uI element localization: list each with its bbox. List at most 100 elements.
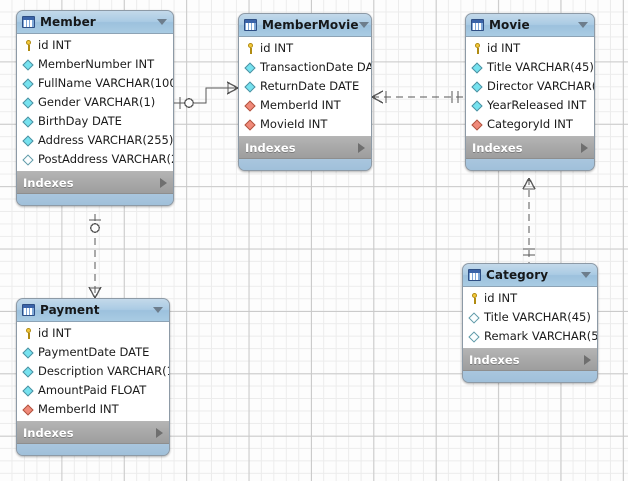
triangle-right-icon[interactable] <box>358 142 365 153</box>
column-label: BirthDay DATE <box>38 114 122 128</box>
table-movie[interactable]: Movie id INT Title VARCHAR(45) Director VAR… <box>465 13 595 171</box>
column-label: YearReleased INT <box>487 98 587 112</box>
column-row[interactable]: TransactionDate DATE <box>239 58 371 77</box>
column-row[interactable]: PostAddress VARCHAR(255) <box>17 150 173 169</box>
column-label: Title VARCHAR(45) <box>487 60 594 74</box>
key-icon <box>22 327 35 340</box>
indexes-section-category[interactable]: Indexes <box>463 349 597 371</box>
table-header-membermovie[interactable]: MemberMovie <box>239 14 371 37</box>
table-footer <box>466 159 594 170</box>
indexes-section-membermovie[interactable]: Indexes <box>239 137 371 159</box>
column-row[interactable]: id INT <box>463 289 597 308</box>
diamond-icon <box>22 96 35 109</box>
column-row[interactable]: id INT <box>466 39 594 58</box>
column-row[interactable]: id INT <box>239 39 371 58</box>
diamond-white-icon <box>468 311 481 324</box>
triangle-right-icon[interactable] <box>581 142 588 153</box>
table-icon <box>471 19 484 31</box>
indexes-section-member[interactable]: Indexes <box>17 172 173 194</box>
column-row[interactable]: id INT <box>17 36 173 55</box>
column-row[interactable]: PaymentDate DATE <box>17 343 169 362</box>
diamond-white-icon <box>22 153 35 166</box>
triangle-right-icon[interactable] <box>584 354 591 365</box>
table-name: Member <box>40 15 96 29</box>
diamond-icon <box>244 80 257 93</box>
diamond-icon <box>22 77 35 90</box>
indexes-section-payment[interactable]: Indexes <box>17 422 169 444</box>
table-name: MemberMovie <box>262 18 359 32</box>
diamond-icon <box>244 61 257 74</box>
diamond-red-icon <box>244 99 257 112</box>
diamond-icon <box>22 365 35 378</box>
column-label: Title VARCHAR(45) <box>484 310 591 324</box>
column-row[interactable]: FullName VARCHAR(100) <box>17 74 173 93</box>
column-row[interactable]: ReturnDate DATE <box>239 77 371 96</box>
table-payment[interactable]: Payment id INT PaymentDate DATE Description… <box>16 298 170 456</box>
table-header-member[interactable]: Member <box>17 11 173 34</box>
column-row[interactable]: AmountPaid FLOAT <box>17 381 169 400</box>
chevron-down-icon[interactable] <box>578 22 588 28</box>
triangle-right-icon[interactable] <box>156 427 163 438</box>
table-name: Payment <box>40 303 100 317</box>
diamond-icon <box>22 134 35 147</box>
diamond-red-icon <box>471 118 484 131</box>
table-category[interactable]: Category id INT Title VARCHAR(45) Remark VA… <box>462 263 598 383</box>
table-header-category[interactable]: Category <box>463 264 597 287</box>
table-footer <box>17 194 173 205</box>
chevron-down-icon[interactable] <box>581 272 591 278</box>
triangle-right-icon[interactable] <box>160 177 167 188</box>
column-row[interactable]: MemberId INT <box>17 400 169 419</box>
diamond-icon <box>22 346 35 359</box>
column-label: ReturnDate DATE <box>260 79 360 93</box>
table-membermovie[interactable]: MemberMovie id INT TransactionDate DATE Ret… <box>238 13 372 171</box>
column-label: Description VARCHAR(100) <box>38 364 169 378</box>
diamond-icon <box>471 99 484 112</box>
column-row[interactable]: Title VARCHAR(45) <box>466 58 594 77</box>
column-row[interactable]: Address VARCHAR(255) <box>17 131 173 150</box>
column-row[interactable]: CategoryId INT <box>466 115 594 134</box>
column-row[interactable]: YearReleased INT <box>466 96 594 115</box>
table-header-payment[interactable]: Payment <box>17 299 169 322</box>
column-row[interactable]: MemberId INT <box>239 96 371 115</box>
table-footer <box>239 159 371 170</box>
column-row[interactable]: Description VARCHAR(100) <box>17 362 169 381</box>
key-icon <box>22 39 35 52</box>
diamond-red-icon <box>244 118 257 131</box>
column-label: Remark VARCHAR(500) <box>484 329 598 343</box>
indexes-label: Indexes <box>245 140 296 155</box>
table-icon <box>22 16 35 28</box>
column-label: PostAddress VARCHAR(255) <box>38 152 173 166</box>
column-label: TransactionDate DATE <box>260 60 372 74</box>
table-header-movie[interactable]: Movie <box>466 14 594 37</box>
column-row[interactable]: Remark VARCHAR(500) <box>463 327 597 346</box>
key-icon <box>468 292 481 305</box>
table-name: Movie <box>489 18 530 32</box>
column-row[interactable]: MovieId INT <box>239 115 371 134</box>
column-row[interactable]: Director VARCHAR(45) <box>466 77 594 96</box>
column-row[interactable]: MemberNumber INT <box>17 55 173 74</box>
relationship-member-payment <box>88 214 102 299</box>
indexes-section-movie[interactable]: Indexes <box>466 137 594 159</box>
column-row[interactable]: BirthDay DATE <box>17 112 173 131</box>
diamond-icon <box>22 58 35 71</box>
column-row[interactable]: Gender VARCHAR(1) <box>17 93 173 112</box>
column-label: id INT <box>260 41 294 55</box>
column-list-category: id INT Title VARCHAR(45) Remark VARCHAR(50… <box>463 287 597 349</box>
column-label: FullName VARCHAR(100) <box>38 76 174 90</box>
chevron-down-icon[interactable] <box>157 19 167 25</box>
column-list-payment: id INT PaymentDate DATE Description VARCHA… <box>17 322 169 422</box>
chevron-down-icon[interactable] <box>153 307 163 313</box>
table-icon <box>22 304 35 316</box>
column-row[interactable]: Title VARCHAR(45) <box>463 308 597 327</box>
relationship-movie-category <box>522 177 536 263</box>
column-label: id INT <box>484 291 518 305</box>
relationship-member-membermovie <box>174 81 239 109</box>
column-label: id INT <box>38 326 72 340</box>
indexes-label: Indexes <box>23 175 74 190</box>
column-row[interactable]: id INT <box>17 324 169 343</box>
diamond-white-icon <box>468 330 481 343</box>
chevron-down-icon[interactable] <box>358 22 369 28</box>
